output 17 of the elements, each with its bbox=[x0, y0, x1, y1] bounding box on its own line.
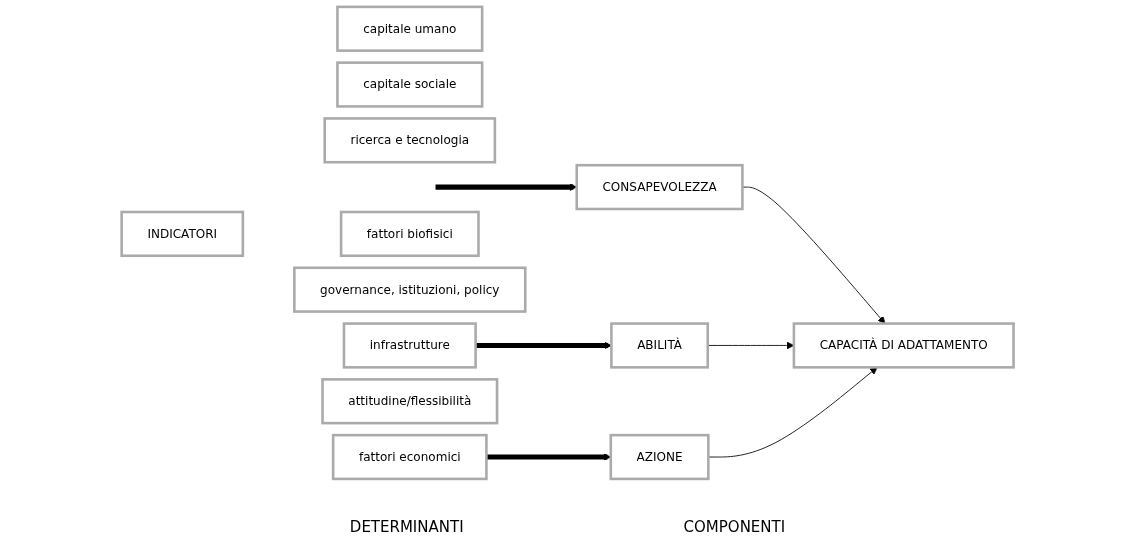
node-box: governance, istituzioni, policy bbox=[292, 266, 527, 313]
node-box: fattori economici bbox=[331, 433, 488, 481]
node-box: infrastrutture bbox=[342, 322, 477, 369]
column-heading: DETERMINANTI bbox=[349, 518, 464, 536]
arrow bbox=[475, 341, 612, 350]
node-box: ABILITÀ bbox=[610, 322, 709, 369]
node-box: ricerca e tecnologia bbox=[323, 117, 497, 164]
node-box: AZIONE bbox=[609, 433, 710, 481]
column-heading: COMPONENTI bbox=[683, 518, 786, 536]
node-box: capitale umano bbox=[336, 5, 484, 52]
node-box: fattori biofisici bbox=[339, 210, 480, 258]
node-box: CONSAPEVOLEZZA bbox=[575, 163, 744, 211]
node-box: attitudine/flessibilità bbox=[321, 378, 499, 425]
node-box: INDICATORI bbox=[120, 210, 245, 258]
node-box: capitale sociale bbox=[336, 61, 484, 108]
node-box: CAPACITÀ DI ADATTAMENTO bbox=[792, 322, 1015, 369]
arrow bbox=[435, 183, 577, 191]
